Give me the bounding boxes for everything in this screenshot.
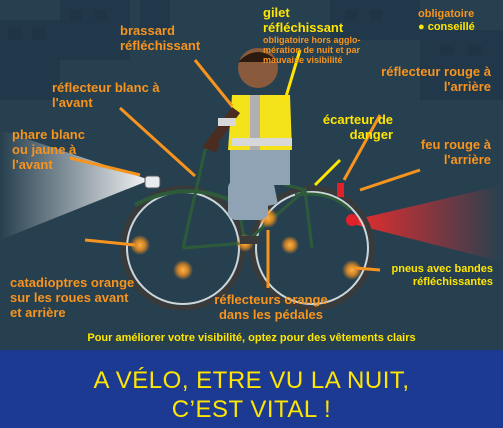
label-pneus-line2: réfléchissantes xyxy=(412,276,493,288)
banner-title-line2: C’EST VITAL ! xyxy=(171,396,332,423)
label-feu-rouge-line2: l'arrière xyxy=(443,152,491,167)
title-banner xyxy=(0,350,503,428)
label-feu-rouge-line1: feu rouge à xyxy=(420,137,491,152)
label-reflecteur-blanc: réflecteur blanc à l'avant xyxy=(52,80,160,110)
legend-obligatoire-text: obligatoire xyxy=(418,8,475,20)
legend-obligatoire: obligatoire xyxy=(418,7,474,22)
visibility-tip: Pour améliorer votre visibilité, optez p… xyxy=(0,331,503,346)
label-pedales-line1: réflecteurs orange xyxy=(214,292,328,307)
label-pneus-line1: pneus avec bandes xyxy=(391,263,494,275)
label-phare-line3: l'avant xyxy=(12,157,53,172)
label-ecarteur-line1: écarteur de xyxy=(322,112,393,127)
banner-title-line1: A VÉLO, ETRE VU LA NUIT, xyxy=(93,367,410,394)
cyclist-illustration xyxy=(202,48,292,244)
label-reflecteur-blanc-line2: l'avant xyxy=(52,95,93,110)
label-reflecteur-blanc-line1: réflecteur blanc à xyxy=(52,80,160,95)
rear-red-light-beam xyxy=(345,185,503,262)
label-gilet-note-line1: obligatoire hors agglo- xyxy=(263,35,361,45)
label-gilet-line2: réfléchissant xyxy=(263,20,344,35)
label-phare: phare blanc ou jaune à l'avant xyxy=(12,127,85,172)
label-brassard-line1: brassard xyxy=(120,23,175,38)
night-scene-illustration xyxy=(0,0,503,350)
label-phare-line2: ou jaune à xyxy=(12,142,77,157)
front-headlight-beam xyxy=(0,130,150,240)
label-gilet-line1: gilet xyxy=(263,5,290,20)
label-gilet: gilet réfléchissant xyxy=(263,5,343,35)
label-pneus: pneus avec bandes réfléchissantes xyxy=(392,263,494,289)
label-ecarteur: écarteur de danger xyxy=(323,112,393,142)
label-brassard-line2: réfléchissant xyxy=(120,38,201,53)
label-reflecteur-rouge-line2: l'arrière xyxy=(443,79,491,94)
label-feu-rouge: feu rouge à l'arrière xyxy=(421,137,491,167)
label-catadioptres-line2: sur les roues avant xyxy=(10,290,129,305)
label-catadioptres-line1: catadioptres orange xyxy=(10,275,135,290)
label-pedales-line2: dans les pédales xyxy=(218,307,324,322)
label-phare-line1: phare blanc xyxy=(12,127,85,142)
label-gilet-note: obligatoire hors agglo- mération de nuit… xyxy=(263,35,361,65)
label-pedales: réflecteurs orange dans les pédales xyxy=(196,292,346,322)
legend-conseille-text: ● conseillé xyxy=(418,21,475,33)
label-gilet-note-line3: mauvaise visibilité xyxy=(263,55,343,65)
visibility-tip-text: Pour améliorer votre visibilité, optez p… xyxy=(87,332,416,344)
label-gilet-note-line2: mération de nuit et par xyxy=(263,45,361,55)
legend-conseille: ● conseillé xyxy=(418,20,475,35)
label-reflecteur-rouge: réflecteur rouge à l'arrière xyxy=(381,64,491,94)
label-catadioptres-line3: et arrière xyxy=(10,305,66,320)
label-reflecteur-rouge-line1: réflecteur rouge à xyxy=(381,64,491,79)
label-catadioptres: catadioptres orange sur les roues avant … xyxy=(10,275,134,320)
label-ecarteur-line2: danger xyxy=(349,127,393,142)
label-brassard: brassard réfléchissant xyxy=(120,23,200,53)
